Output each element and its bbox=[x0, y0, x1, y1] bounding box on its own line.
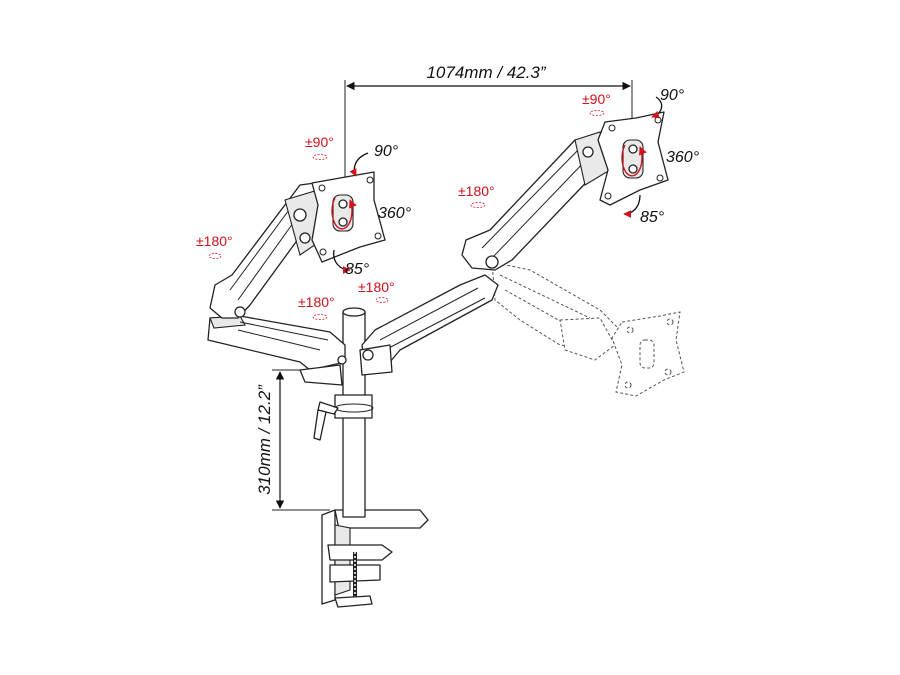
left-head-tilt-label: ±90° bbox=[305, 134, 334, 150]
left-head-rotation-label: 360° bbox=[378, 205, 412, 222]
right-head-down-label: 85° bbox=[640, 209, 665, 226]
left-arm-joint-label: ±180° bbox=[196, 233, 233, 249]
desk-clamp bbox=[321, 509, 429, 608]
right-vesa-plate bbox=[597, 111, 669, 206]
left-lower-arm bbox=[207, 315, 347, 386]
left-head-down-label: 85° bbox=[345, 261, 370, 278]
width-dimension-label: 1074mm / 42.3” bbox=[426, 63, 546, 82]
height-dimension-label: 310mm / 12.2” bbox=[255, 384, 274, 495]
swivel-arrows bbox=[333, 96, 663, 274]
ghost-vesa-plate bbox=[611, 311, 685, 397]
rotation-indicators bbox=[208, 110, 647, 320]
right-head-tilt-label: ±90° bbox=[582, 91, 611, 107]
right-arm-joint-label: ±180° bbox=[458, 183, 495, 199]
support-pole bbox=[313, 307, 374, 518]
left-head-swivel-label: 90° bbox=[374, 143, 399, 160]
right-base-joint-label: ±180° bbox=[358, 279, 395, 295]
right-upper-arm bbox=[461, 131, 611, 271]
left-base-joint-label: ±180° bbox=[298, 294, 335, 310]
right-head-swivel-label: 90° bbox=[660, 87, 685, 104]
right-lower-arm bbox=[359, 274, 499, 376]
left-vesa-plate bbox=[311, 171, 386, 263]
right-head-rotation-label: 360° bbox=[666, 149, 700, 166]
ghost-arm-extended bbox=[491, 261, 685, 397]
